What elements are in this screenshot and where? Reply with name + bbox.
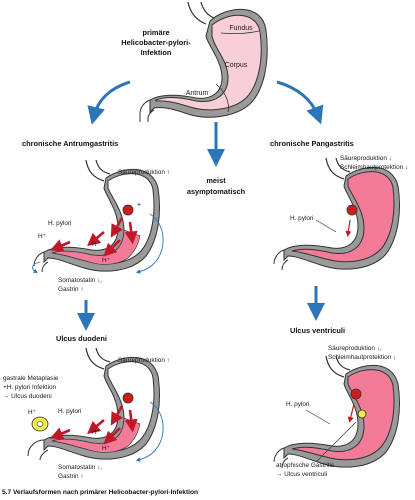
ulcus-gastrin: Gastrin ↑ bbox=[58, 473, 84, 480]
asymptomatic-label-1: meist bbox=[206, 176, 226, 185]
right-hpylori-pointer bbox=[315, 219, 337, 233]
ulcus-acid-arrow-2 bbox=[124, 409, 138, 433]
fundus-label: Fundus bbox=[229, 25, 253, 32]
asymptomatic-label-2: asymptomatisch bbox=[187, 187, 246, 196]
right-hpylori-label: H. pylori bbox=[290, 215, 313, 222]
ulcus-duodeni-title: Ulcus duodeni bbox=[56, 334, 107, 343]
ulcus-hplus-2: H⁺ bbox=[92, 429, 100, 436]
left-saeure-label: Säureproduktion ↑ bbox=[118, 169, 170, 176]
ulcus-acid-arrow-4 bbox=[103, 427, 121, 445]
ulcus-acid-arrow-1 bbox=[110, 405, 124, 426]
ulcus-saeure-label: Säureproduktion ↑ bbox=[118, 357, 170, 364]
reduced-acid-source-icon bbox=[346, 204, 358, 216]
ulcus-hplus-1: H⁺ bbox=[28, 409, 36, 416]
atrophie-pointer bbox=[315, 421, 357, 463]
right-schleimhaut-label: Schleimhautprotektion ↓ bbox=[340, 164, 408, 171]
acid-arrow-1 bbox=[110, 217, 124, 238]
top-stomach bbox=[139, 1, 268, 122]
atrophie-line-1: atrophische Gastritis bbox=[276, 462, 334, 469]
figure-caption: 5.7 Verlaufsformen nach primärer Helicob… bbox=[2, 489, 198, 496]
left-hplus-2: H⁺ bbox=[92, 241, 100, 248]
duodenal-ulcer-icon bbox=[36, 421, 44, 427]
metaplasie-line-1: gastrale Metaplasie bbox=[3, 375, 59, 382]
antrumgastritis-title: chronische Antrumgastritis bbox=[22, 139, 118, 148]
acid-arrow-4 bbox=[103, 239, 121, 257]
ulcus-ventriculi-title: Ulcus ventriculi bbox=[290, 326, 345, 335]
ulcus-acid-arrow-5 bbox=[50, 427, 71, 440]
ulcus-hpylori-label: H. pylori bbox=[58, 408, 81, 415]
ulcus-acid-source-icon bbox=[122, 392, 134, 404]
ulcus-duodeni-stomach bbox=[27, 347, 160, 461]
pangastritis-stomach bbox=[273, 157, 400, 271]
ulcus-somatostatin: Somatostatin ↓, bbox=[58, 464, 102, 471]
ventriculi-schleimhaut-label: Schleimhautprotektion ↓ bbox=[328, 354, 396, 361]
ulcus-feedback-arrow bbox=[135, 401, 164, 462]
ventriculi-acid-arrow bbox=[347, 403, 355, 423]
antrum-label: Antrum bbox=[186, 90, 209, 97]
antrumgastritis-stomach bbox=[33, 159, 160, 273]
left-hplus-3: H⁺ bbox=[102, 257, 110, 264]
atrophie-line-2: → Ulcus ventriculi bbox=[276, 471, 327, 478]
left-hplus-1: H⁺ bbox=[38, 233, 46, 240]
acid-arrow-3 bbox=[87, 231, 105, 247]
primary-infection-title-1: primäre bbox=[142, 28, 169, 37]
gastric-ulcer-icon bbox=[357, 409, 367, 419]
corpus-label: Corpus bbox=[225, 62, 248, 69]
ulcus-hplus-3: H⁺ bbox=[102, 445, 110, 452]
arrow-to-pangastritis bbox=[276, 80, 324, 125]
acid-source-icon bbox=[122, 204, 134, 216]
left-plus-sign: + bbox=[137, 202, 141, 209]
ulcus-ventriculi-stomach bbox=[273, 355, 400, 469]
left-somatostatin: Somatostatin ↓, bbox=[58, 277, 102, 284]
ventriculi-hpylori-pointer bbox=[305, 409, 331, 425]
pangastritis-title: chronische Pangastritis bbox=[270, 139, 354, 148]
ventriculi-hpylori-label: H. pylori bbox=[286, 401, 309, 408]
reduced-acid-arrow bbox=[345, 219, 352, 237]
feedback-arrow-right bbox=[135, 213, 164, 274]
left-gastrin: Gastrin ↑ bbox=[58, 286, 84, 293]
ulcus-acid-arrow-3 bbox=[87, 419, 105, 435]
acid-arrow-2 bbox=[124, 221, 138, 245]
metaplasie-line-3: → Ulcus duodeni bbox=[3, 393, 52, 400]
acid-arrow-5 bbox=[50, 239, 71, 252]
right-saeure-label: Säureproduktion ↓ bbox=[340, 155, 392, 162]
ventriculi-saeure-label: Säureproduktion ↓, bbox=[328, 345, 382, 352]
left-hpylori-label: H. pylori bbox=[48, 220, 71, 227]
primary-infection-title-3: Infektion bbox=[141, 48, 172, 57]
metaplasie-line-2: +H. pylori Infektion bbox=[3, 384, 57, 391]
feedback-arrow-left bbox=[32, 261, 41, 274]
arrow-to-antrumgastritis bbox=[87, 80, 131, 125]
ventriculi-acid-source-icon bbox=[350, 388, 362, 400]
primary-infection-title-2: Helicobacter-pylori- bbox=[121, 38, 191, 47]
